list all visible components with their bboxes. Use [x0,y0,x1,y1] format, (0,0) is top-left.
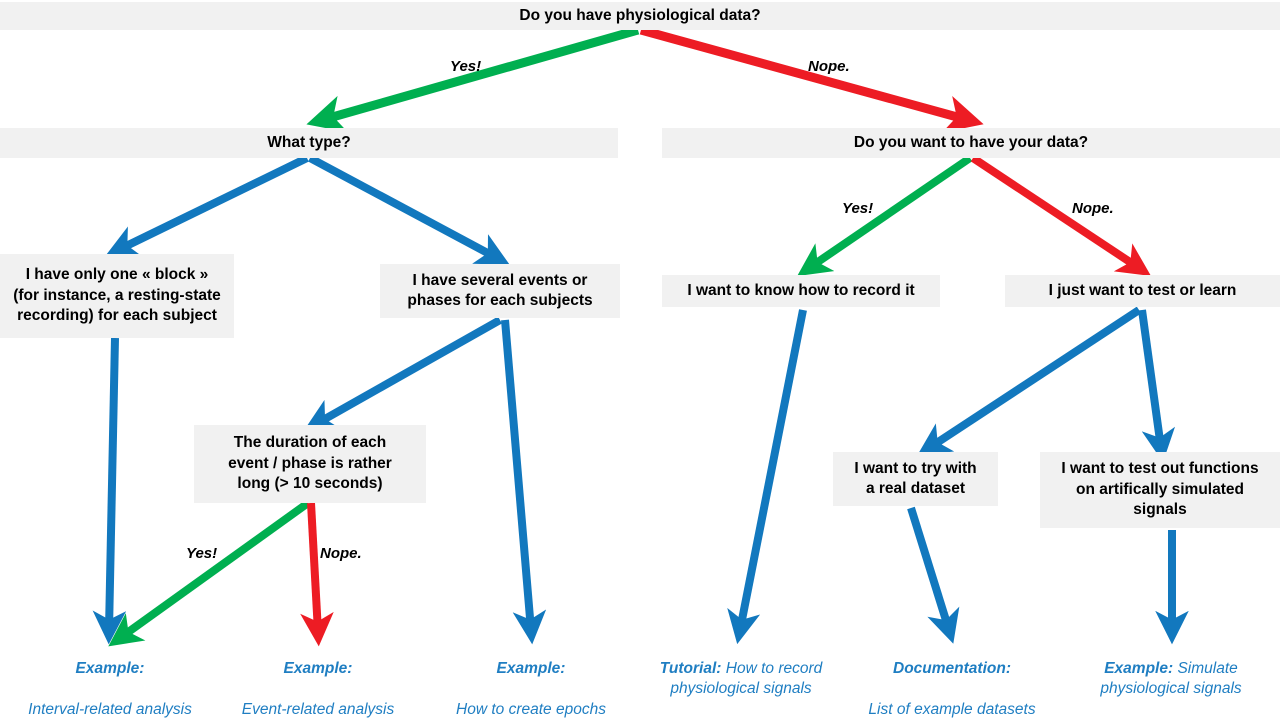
arrow-severalevents-to-duration [303,316,502,432]
leaf-kind-2: Example: [496,659,566,677]
node-root[interactable]: Do you have physiological data? [0,2,1280,30]
leaf-kind-3: Tutorial: [659,659,722,677]
node-root-label: Do you have physiological data? [519,6,761,24]
edge-label-duration-no: Nope. [320,545,362,562]
edge-label-duration-yes: Yes! [186,545,218,562]
node-test-or-learn[interactable]: I just want to test or learn [1005,275,1280,307]
leaf-interval-related-analysis[interactable]: Example: Interval-related analysis [10,638,210,720]
edge-label-root-no: Nope. [808,58,850,75]
node-one-block[interactable]: I have only one « block » (for instance,… [0,254,234,338]
leaf-example-simulate-signals[interactable]: Example: Simulate physiological signals [1068,638,1274,700]
node-real-dataset[interactable]: I want to try with a real dataset [833,452,998,506]
leaf-kind-5: Example: [1104,659,1174,677]
node-want-data-label: Do you want to have your data? [853,133,1089,151]
edge-label-root-yes: Yes! [450,58,482,75]
node-what-type[interactable]: What type? [0,128,618,158]
leaf-kind-4: Documentation: [893,659,1011,677]
arrow-root-yes [306,25,640,133]
node-several-events[interactable]: I have several events or phases for each… [380,264,620,318]
edge-label-wantdata-no: Nope. [1072,200,1114,217]
node-what-type-label: What type? [267,133,351,151]
node-simulated-signals[interactable]: I want to test out functions on artifica… [1040,452,1280,528]
leaf-kind-1: Example: [283,659,353,677]
arrow-duration-yes [108,499,311,647]
node-duration-label: The duration of each event / phase is ra… [228,434,392,493]
arrow-knowrecord-to-tutorial [727,309,807,645]
arrow-wantdata-no [970,154,1152,276]
leaf-event-related-analysis[interactable]: Example: Event-related analysis [220,638,416,720]
arrow-duration-no [300,502,334,647]
arrow-dataset-to-documentation [907,506,960,644]
edge-label-wantdata-yes: Yes! [842,200,874,217]
leaf-text-4: List of example datasets [868,700,1036,718]
leaf-text-1: Event-related analysis [241,700,395,718]
node-know-record[interactable]: I want to know how to record it [662,275,940,307]
node-want-data[interactable]: Do you want to have your data? [662,128,1280,158]
node-simulated-signals-label: I want to test out functions on artifica… [1061,460,1259,519]
node-several-events-label: I have several events or phases for each… [407,271,593,309]
leaf-kind-0: Example: [75,659,145,677]
arrow-testlearn-to-dataset [916,306,1142,456]
arrow-wantdata-yes [797,154,973,277]
arrow-whattype-left [105,154,309,257]
leaf-text-0: Interval-related analysis [28,700,192,718]
node-know-record-label: I want to know how to record it [687,281,915,299]
leaf-how-to-create-epochs[interactable]: Example: How to create epochs [432,638,630,720]
leaf-tutorial-how-to-record[interactable]: Tutorial: How to record physiological si… [640,638,842,700]
arrow-root-no [639,25,984,133]
arrow-whattype-right [308,154,510,265]
node-duration[interactable]: The duration of each event / phase is ra… [194,425,426,503]
node-test-or-learn-label: I just want to test or learn [1048,281,1237,299]
arrow-oneblock-to-interval [92,337,127,645]
leaf-documentation-example-datasets[interactable]: Documentation: List of example datasets [852,638,1052,720]
leaf-text-2: How to create epochs [456,700,606,718]
arrow-severalevents-to-epochs [501,319,547,645]
arrow-testlearn-to-simulated [1138,309,1176,463]
leaf-text-3: How to record physiological signals [670,659,823,698]
leaf-text-5: Simulate physiological signals [1100,659,1242,698]
node-one-block-label: I have only one « block » (for instance,… [13,266,221,325]
node-real-dataset-label: I want to try with a real dataset [854,459,977,497]
